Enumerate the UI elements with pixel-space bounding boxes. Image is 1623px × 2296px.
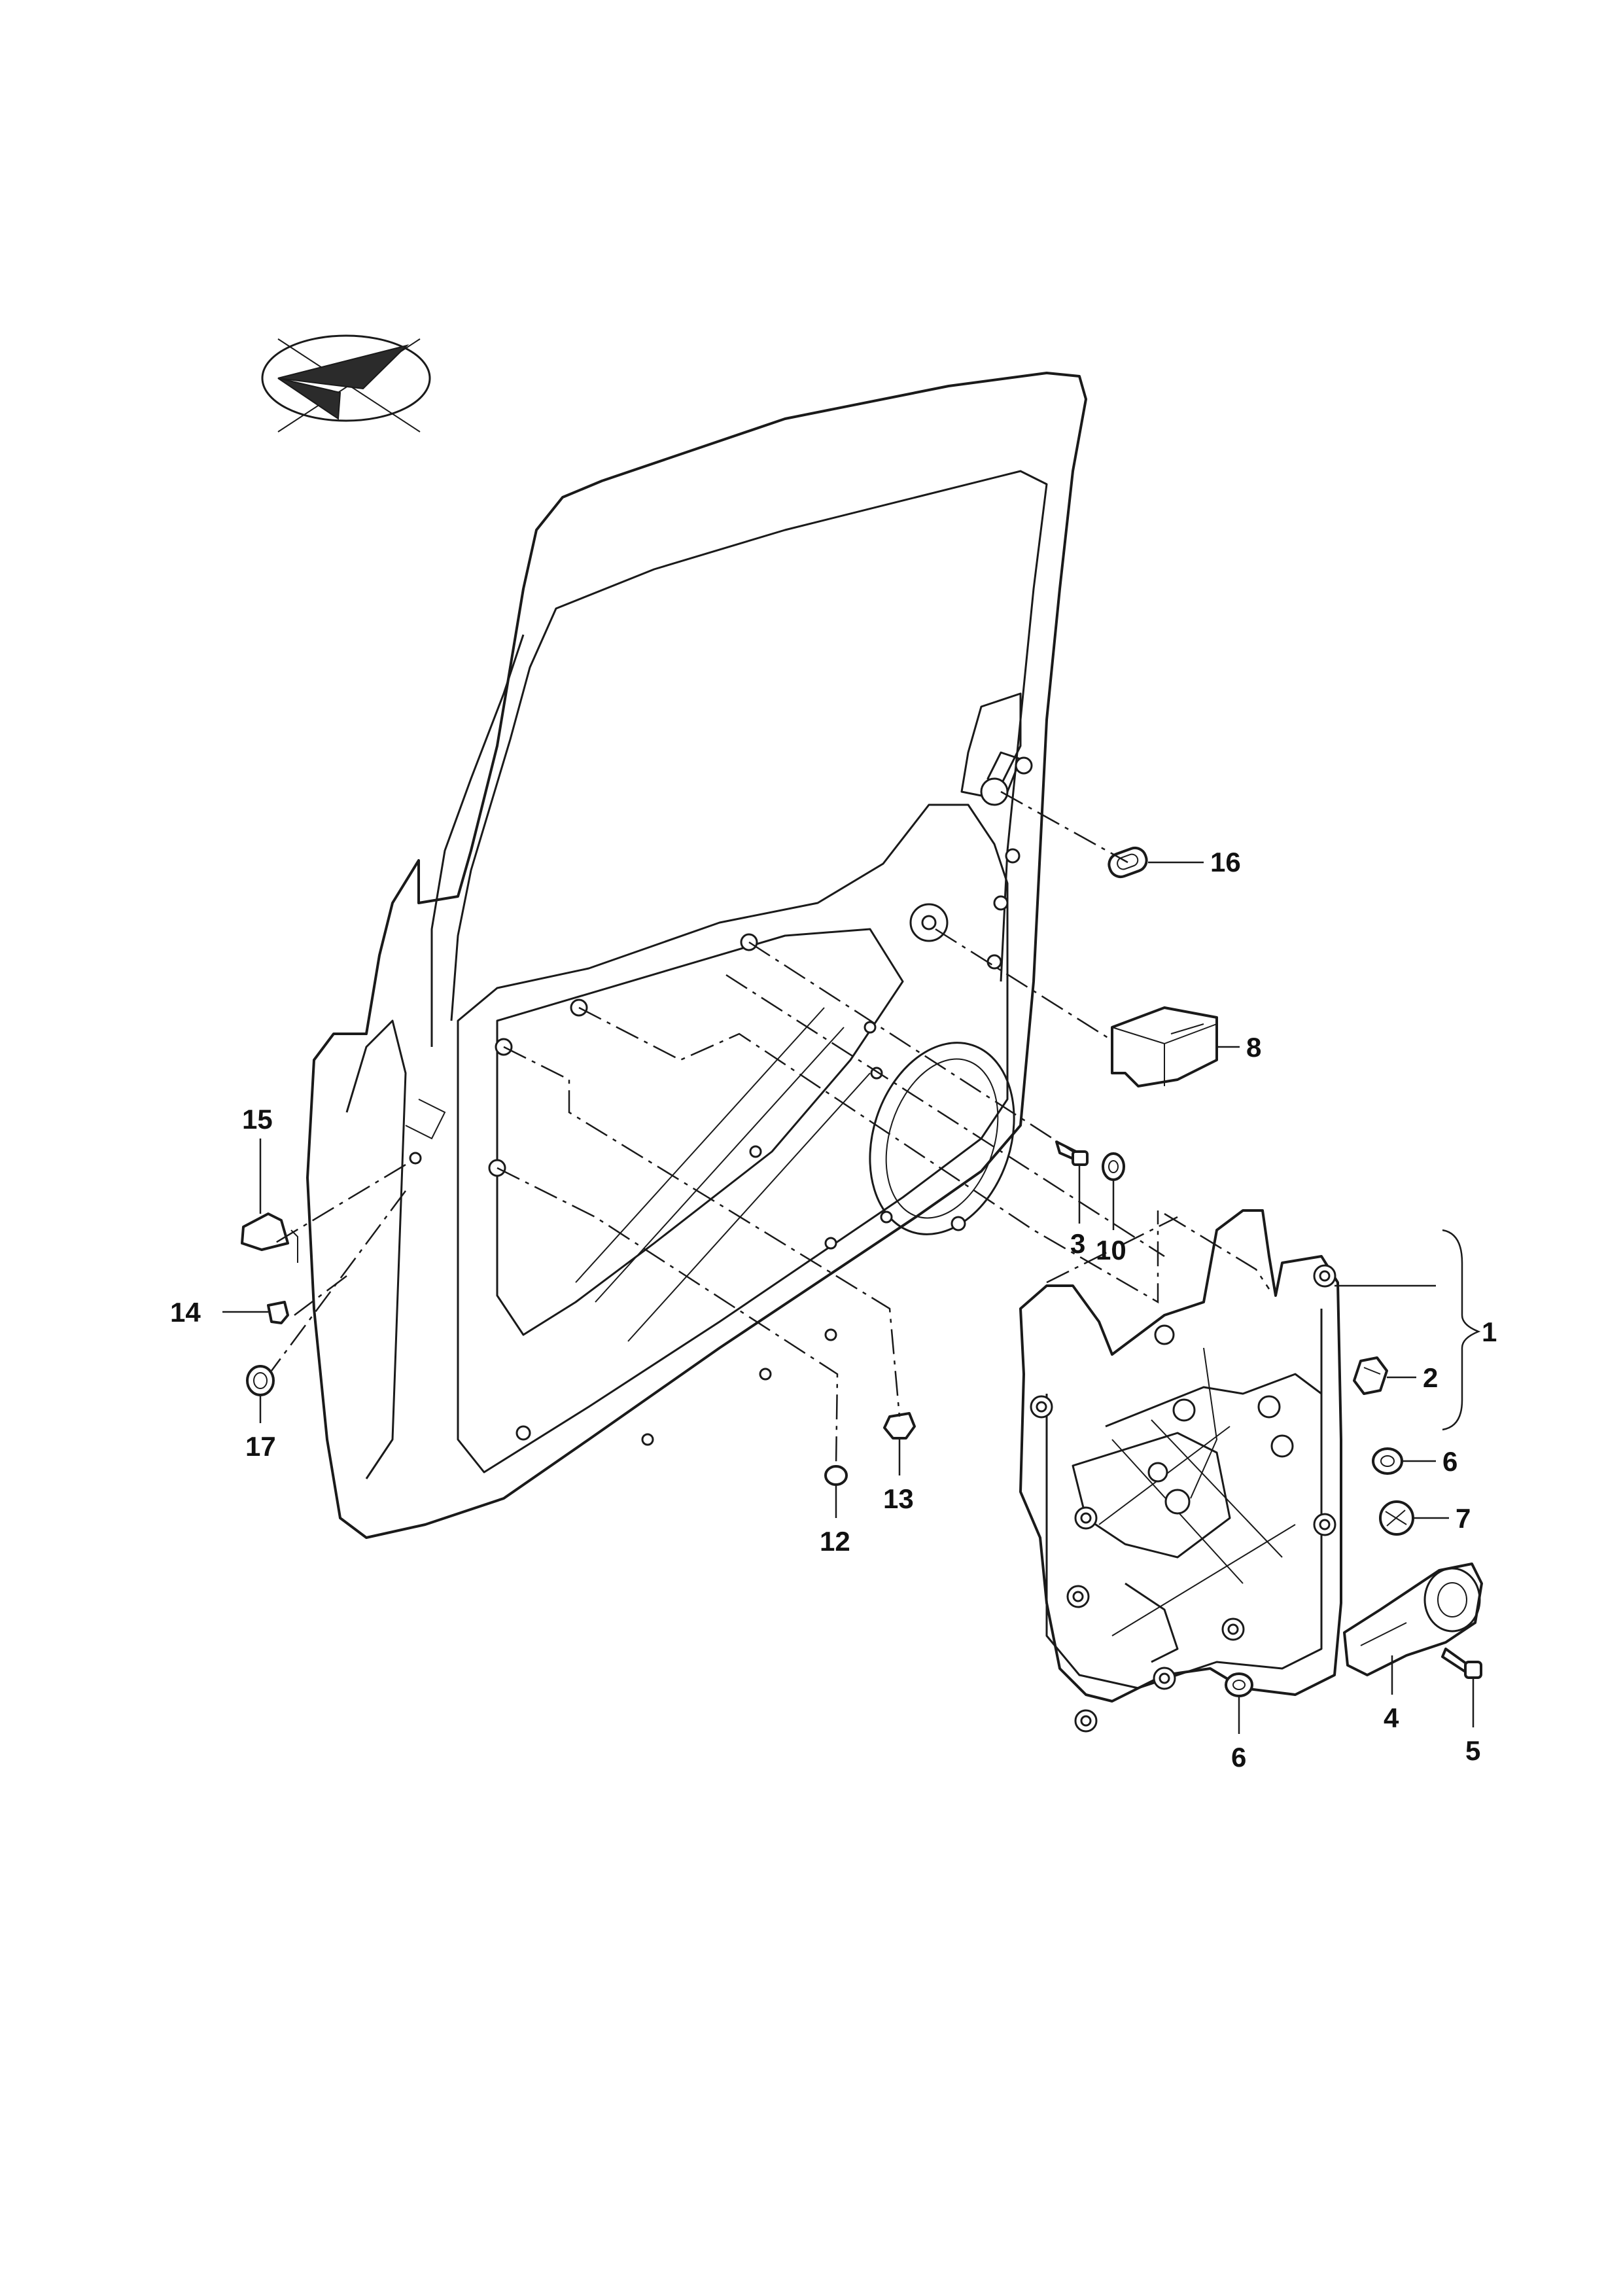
callout-labels: 16 8 3 10 1 2 6 7 4 5 6 12 13 14 15 17 [170, 847, 1497, 1773]
callout-12: 12 [820, 1526, 850, 1557]
plug-part-12 [824, 1465, 848, 1486]
clip-part-2 [1353, 1356, 1388, 1395]
cap-part-7 [1379, 1500, 1414, 1536]
callout-14: 14 [170, 1297, 201, 1328]
callout-17: 17 [245, 1431, 276, 1462]
callout-6a: 6 [1442, 1446, 1457, 1477]
grommet-part-6-upper [1372, 1447, 1403, 1475]
callout-3: 3 [1070, 1228, 1085, 1259]
callout-4: 4 [1384, 1703, 1399, 1733]
bolt-part-3 [1055, 1140, 1089, 1166]
callout-7: 7 [1456, 1503, 1471, 1534]
callout-2: 2 [1423, 1362, 1438, 1393]
window-regulator-assembly [1019, 1209, 1342, 1733]
callout-6b: 6 [1231, 1742, 1246, 1773]
callout-1: 1 [1482, 1316, 1497, 1347]
callout-16: 16 [1210, 847, 1241, 877]
callout-13: 13 [883, 1483, 914, 1514]
nut-part-10 [1102, 1152, 1125, 1181]
control-unit-part-8 [1111, 1006, 1218, 1087]
window-motor-part-4 [1343, 1563, 1483, 1676]
callout-5: 5 [1465, 1735, 1480, 1766]
callout-15: 15 [242, 1104, 273, 1135]
callout-10: 10 [1096, 1235, 1126, 1265]
clip-part-14 [267, 1301, 289, 1324]
callout-8: 8 [1246, 1032, 1261, 1063]
screw-part-5 [1441, 1648, 1482, 1679]
grommet-part-6-lower [1225, 1672, 1253, 1697]
assembly-lines [270, 790, 1270, 1466]
plug-part-17 [246, 1365, 275, 1396]
leader-lines [222, 861, 1481, 1734]
door-inner-panel [306, 372, 1087, 1539]
cover-part-15 [241, 1212, 298, 1263]
direction-of-travel-icon [261, 334, 431, 433]
clip-part-13 [883, 1412, 916, 1439]
